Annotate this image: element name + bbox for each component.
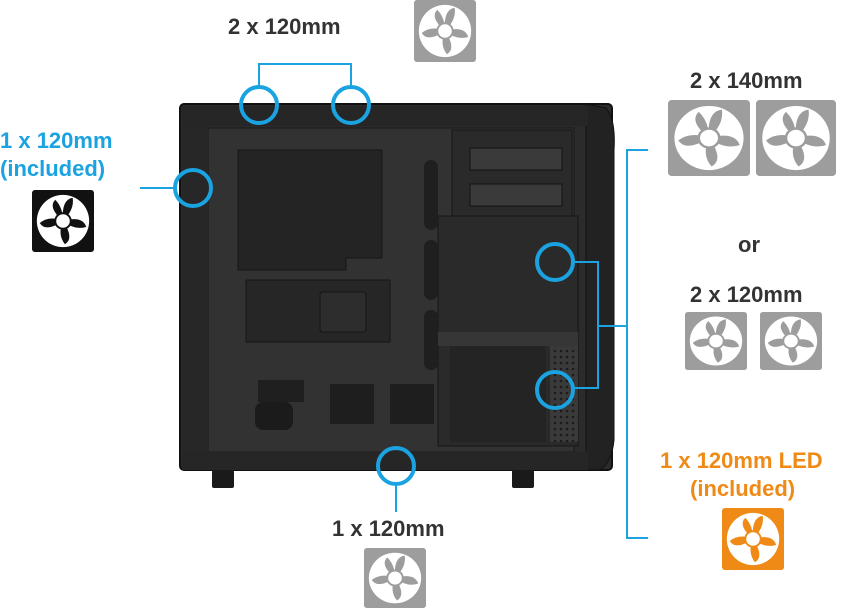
fan-mount-circles: [173, 85, 575, 486]
fan-icon: [760, 312, 822, 370]
rear-fan-mount-lower: [535, 370, 575, 410]
callout-lines: [140, 63, 648, 539]
front-fan-label-line2: (included): [0, 156, 106, 181]
bottom-fan-label: 1 x 120mm: [332, 516, 445, 541]
led-fan-label-line1: 1 x 120mm LED: [660, 448, 823, 473]
bottom-fan-mount: [376, 446, 416, 486]
fan-icon: [32, 190, 94, 252]
led-fan-label-line2: (included): [690, 476, 796, 501]
rear-140-label: 2 x 140mm: [690, 68, 803, 93]
front-fan-label-line1: 1 x 120mm: [0, 128, 113, 153]
fan-icon: [668, 100, 750, 176]
fan-icon: [364, 548, 426, 608]
fan-icon: [722, 508, 784, 570]
fan-icon: [414, 0, 476, 62]
fan-icon: [685, 312, 747, 370]
rear-fan-mount-upper: [535, 242, 575, 282]
top-fan-mount-left: [239, 85, 279, 125]
top-fan-label: 2 x 120mm: [228, 14, 341, 39]
or-label: or: [738, 232, 760, 257]
rear-120-label: 2 x 120mm: [690, 282, 803, 307]
fan-icon: [756, 100, 836, 176]
top-fan-mount-right: [331, 85, 371, 125]
pc-case: [179, 103, 615, 488]
front-fan-mount: [173, 168, 213, 208]
